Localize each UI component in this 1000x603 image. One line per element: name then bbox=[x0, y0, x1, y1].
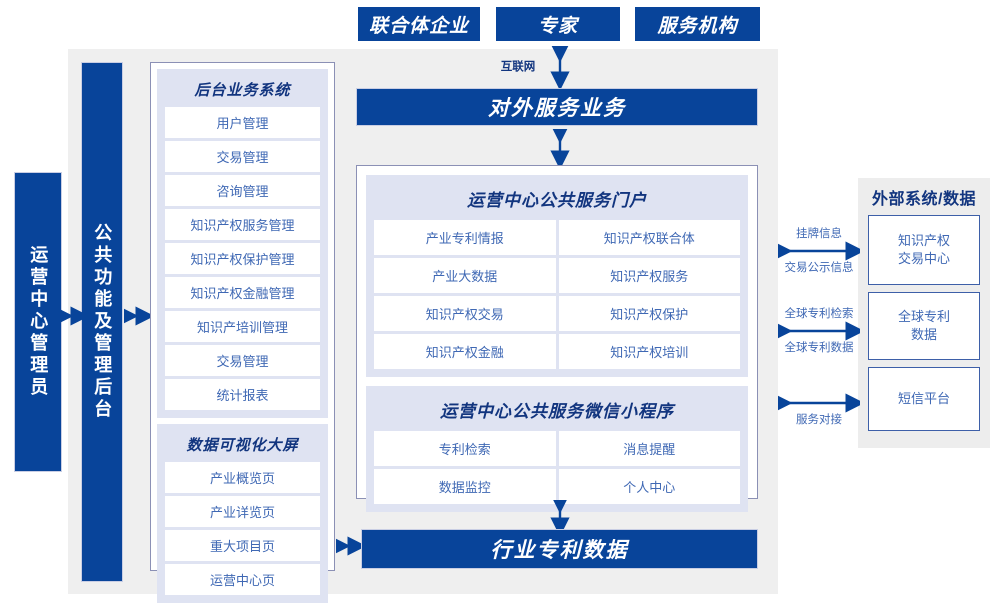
external-service-label: 对外服务业务 bbox=[488, 97, 626, 120]
backend-item[interactable]: 交易管理 bbox=[165, 141, 320, 172]
portal-item[interactable]: 知识产权金融 bbox=[374, 334, 556, 369]
external-link-label-above-1: 挂牌信息 bbox=[796, 228, 842, 240]
backend-item[interactable]: 交易管理 bbox=[165, 345, 320, 376]
portal-grid: 产业专利情报 知识产权联合体 产业大数据 知识产权服务 知识产权交易 知识产权保… bbox=[374, 220, 740, 369]
external-link-label-above-2: 全球专利检索 bbox=[784, 308, 854, 320]
left-column-label: 运营中心管理员 bbox=[28, 245, 49, 399]
portal-item[interactable]: 知识产权服务 bbox=[558, 258, 740, 293]
backend-item[interactable]: 知识产权金融管理 bbox=[165, 277, 320, 308]
industry-patent-data-label: 行业专利数据 bbox=[490, 539, 629, 562]
actor-label: 专家 bbox=[537, 15, 578, 37]
backend-item[interactable]: 知识产权保护管理 bbox=[165, 243, 320, 274]
miniprogram-grid: 专利检索 消息提醒 数据监控 个人中心 bbox=[374, 431, 740, 504]
dashboard-item[interactable]: 重大项目页 bbox=[165, 530, 320, 561]
actor-box-consortium[interactable]: 联合体企业 bbox=[358, 7, 480, 41]
portal-item[interactable]: 产业大数据 bbox=[374, 258, 556, 293]
portal-item[interactable]: 知识产权联合体 bbox=[558, 220, 740, 255]
miniprogram-item[interactable]: 消息提醒 bbox=[558, 431, 740, 466]
backend-panel: 后台业务系统 用户管理 交易管理 咨询管理 知识产权服务管理 知识产权保护管理 … bbox=[150, 62, 335, 603]
backend-item[interactable]: 知识产培训管理 bbox=[165, 311, 320, 342]
actor-label: 联合体企业 bbox=[368, 15, 469, 37]
backend-title: 后台业务系统 bbox=[194, 82, 291, 99]
miniprogram-item[interactable]: 专利检索 bbox=[374, 431, 556, 466]
actor-box-service-org[interactable]: 服务机构 bbox=[635, 7, 760, 41]
portal-panel: 运营中心公共服务门户 产业专利情报 知识产权联合体 产业大数据 知识产权服务 知… bbox=[356, 165, 758, 512]
actor-label: 服务机构 bbox=[657, 15, 738, 37]
portal-item[interactable]: 知识产权交易 bbox=[374, 296, 556, 331]
internet-label: 互联网 bbox=[500, 61, 536, 73]
backend-item[interactable]: 知识产权服务管理 bbox=[165, 209, 320, 240]
external-systems-title: 外部系统/数据 bbox=[872, 191, 976, 208]
actor-box-expert[interactable]: 专家 bbox=[496, 7, 620, 41]
industry-patent-data-bar[interactable]: 行业专利数据 bbox=[361, 529, 758, 569]
left-column-label: 公共功能及管理后台 bbox=[92, 223, 113, 421]
external-box-sms-platform[interactable]: 短信平台 bbox=[868, 367, 980, 431]
external-box-global-patent-data[interactable]: 全球专利数据 bbox=[868, 292, 980, 360]
external-box-label: 知识产权交易中心 bbox=[897, 233, 950, 266]
dashboard-title: 数据可视化大屏 bbox=[186, 437, 299, 454]
backend-item[interactable]: 咨询管理 bbox=[165, 175, 320, 206]
left-column-admin[interactable]: 运营中心管理员 bbox=[14, 172, 62, 472]
external-box-label: 全球专利数据 bbox=[897, 309, 950, 342]
external-box-ip-exchange[interactable]: 知识产权交易中心 bbox=[868, 215, 980, 285]
miniprogram-group: 运营中心公共服务微信小程序 专利检索 消息提醒 数据监控 个人中心 bbox=[366, 386, 748, 512]
portal-group: 运营中心公共服务门户 产业专利情报 知识产权联合体 产业大数据 知识产权服务 知… bbox=[366, 175, 748, 377]
dashboard-group: 数据可视化大屏 产业概览页 产业详览页 重大项目页 运营中心页 bbox=[157, 424, 328, 603]
backend-item[interactable]: 用户管理 bbox=[165, 107, 320, 138]
external-box-label: 短信平台 bbox=[897, 391, 950, 407]
backend-item[interactable]: 统计报表 bbox=[165, 379, 320, 410]
dashboard-item[interactable]: 运营中心页 bbox=[165, 564, 320, 595]
portal-item[interactable]: 产业专利情报 bbox=[374, 220, 556, 255]
miniprogram-item[interactable]: 数据监控 bbox=[374, 469, 556, 504]
external-link-label-below-3: 服务对接 bbox=[796, 414, 842, 426]
portal-item[interactable]: 知识产权培训 bbox=[558, 334, 740, 369]
miniprogram-title: 运营中心公共服务微信小程序 bbox=[440, 402, 674, 421]
dashboard-item[interactable]: 产业详览页 bbox=[165, 496, 320, 527]
external-link-label-below-2: 全球专利数据 bbox=[784, 342, 854, 354]
portal-title: 运营中心公共服务门户 bbox=[467, 191, 647, 210]
external-link-label-below-1: 交易公示信息 bbox=[784, 262, 854, 274]
miniprogram-item[interactable]: 个人中心 bbox=[558, 469, 740, 504]
dashboard-item[interactable]: 产业概览页 bbox=[165, 462, 320, 493]
external-systems-panel: 外部系统/数据 知识产权交易中心 全球专利数据 短信平台 bbox=[858, 178, 990, 448]
external-service-bar[interactable]: 对外服务业务 bbox=[356, 88, 758, 126]
portal-item[interactable]: 知识产权保护 bbox=[558, 296, 740, 331]
backend-group: 后台业务系统 用户管理 交易管理 咨询管理 知识产权服务管理 知识产权保护管理 … bbox=[157, 69, 328, 418]
left-column-common-backend[interactable]: 公共功能及管理后台 bbox=[81, 62, 123, 582]
